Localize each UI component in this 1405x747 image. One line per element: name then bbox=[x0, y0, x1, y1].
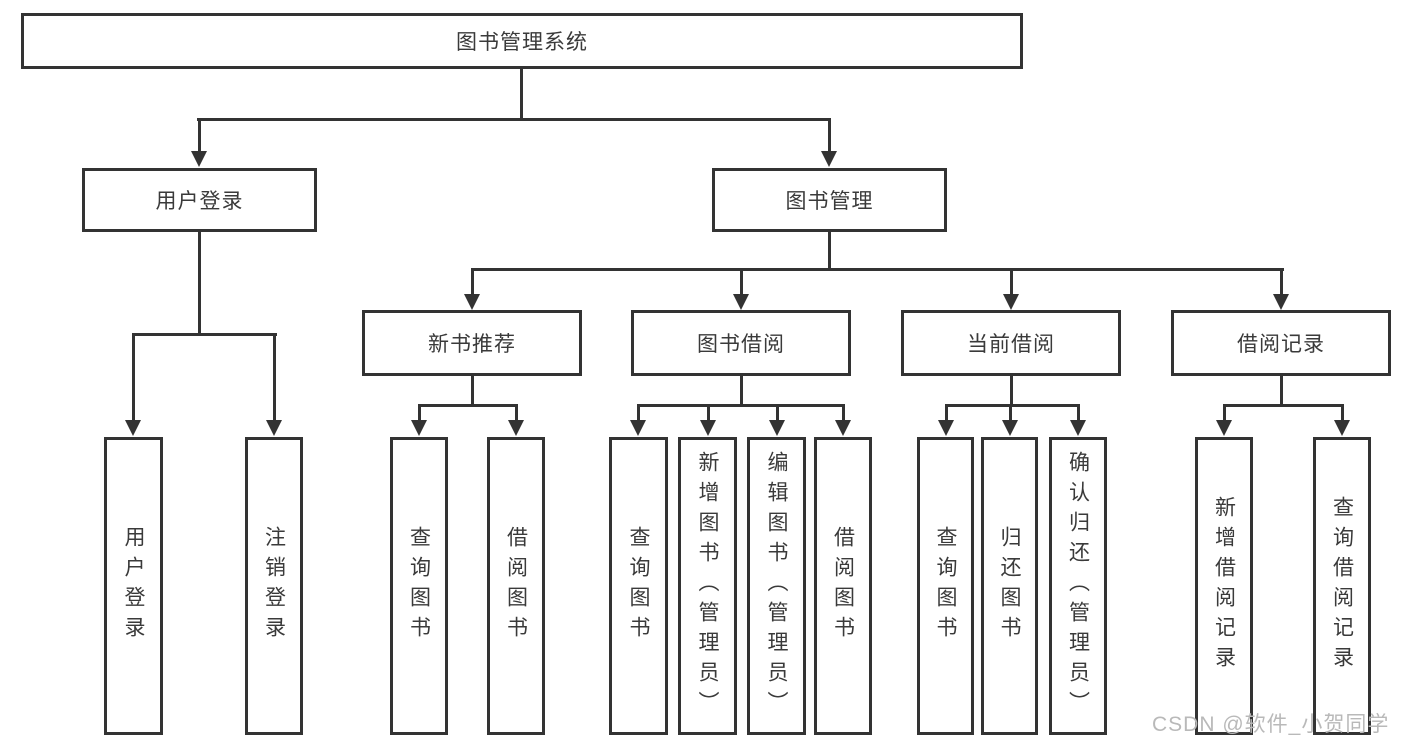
arrow-down-icon bbox=[938, 404, 954, 436]
arrow-down-icon bbox=[1003, 268, 1019, 310]
arrow-down-icon bbox=[191, 118, 207, 167]
arrow-down-icon bbox=[630, 404, 646, 436]
connector-borrow-records-rail bbox=[1223, 404, 1344, 407]
node-borrowing-records: 借阅记录 bbox=[1171, 310, 1391, 376]
arrow-down-icon bbox=[508, 404, 524, 436]
connector-current-borrowing-stem bbox=[1010, 376, 1013, 406]
connector-new-book-stem bbox=[471, 376, 474, 406]
leaf-borrow-books: 借阅图书 bbox=[814, 437, 872, 735]
leaf-add-books-admin-label: 新增图书（管理员） bbox=[696, 451, 719, 721]
node-new-book-recommend-label: 新书推荐 bbox=[428, 333, 516, 356]
leaf-edit-books-admin-label: 编辑图书（管理员） bbox=[765, 451, 788, 721]
node-root: 图书管理系统 bbox=[21, 13, 1023, 69]
leaf-logout-label: 注销登录 bbox=[262, 526, 286, 646]
node-root-label: 图书管理系统 bbox=[456, 31, 588, 54]
arrow-down-icon bbox=[266, 333, 282, 436]
leaf-user-login-label: 用户登录 bbox=[122, 526, 145, 646]
leaf-query-books-current: 查询图书 bbox=[917, 437, 974, 735]
connector-new-book-rail bbox=[418, 404, 518, 407]
leaf-edit-books-admin: 编辑图书（管理员） bbox=[747, 437, 806, 735]
node-current-borrowing-label: 当前借阅 bbox=[967, 333, 1055, 356]
arrow-down-icon bbox=[125, 333, 141, 436]
leaf-return-books-label: 归还图书 bbox=[998, 526, 1021, 646]
arrow-down-icon bbox=[411, 404, 427, 436]
node-current-borrowing: 当前借阅 bbox=[901, 310, 1121, 376]
connector-user-login-stem bbox=[198, 232, 201, 335]
leaf-query-borrow-record-label: 查询借阅记录 bbox=[1330, 496, 1354, 676]
leaf-query-books-recommend-label: 查询图书 bbox=[407, 526, 431, 646]
leaf-query-books-borrow-label: 查询图书 bbox=[627, 526, 650, 646]
leaf-query-books-current-label: 查询图书 bbox=[934, 526, 957, 646]
connector-book-borrowing-stem bbox=[740, 376, 743, 406]
leaf-confirm-return-admin: 确认归还（管理员） bbox=[1049, 437, 1107, 735]
node-book-management-label: 图书管理 bbox=[785, 190, 874, 213]
node-user-login: 用户登录 bbox=[82, 168, 317, 232]
arrow-down-icon bbox=[733, 268, 749, 310]
csdn-watermark: CSDN @软件_小贺同学 bbox=[1152, 713, 1390, 736]
arrow-down-icon bbox=[1216, 404, 1232, 436]
node-new-book-recommend: 新书推荐 bbox=[362, 310, 582, 376]
leaf-borrow-books-recommend: 借阅图书 bbox=[487, 437, 545, 735]
arrow-down-icon bbox=[835, 404, 851, 436]
leaf-user-login: 用户登录 bbox=[104, 437, 163, 735]
leaf-return-books: 归还图书 bbox=[981, 437, 1038, 735]
connector-user-login-rail bbox=[132, 333, 277, 336]
arrow-down-icon bbox=[769, 404, 785, 436]
leaf-borrow-books-recommend-label: 借阅图书 bbox=[504, 526, 528, 646]
connector-level2-rail bbox=[197, 118, 831, 121]
arrow-down-icon bbox=[1273, 268, 1289, 310]
node-book-borrowing-label: 图书借阅 bbox=[697, 333, 785, 356]
leaf-confirm-return-admin-label: 确认归还（管理员） bbox=[1066, 451, 1090, 721]
arrow-down-icon bbox=[1334, 404, 1350, 436]
leaf-query-books-recommend: 查询图书 bbox=[390, 437, 448, 735]
node-user-login-label: 用户登录 bbox=[155, 190, 244, 213]
connector-root-stem bbox=[520, 68, 523, 121]
leaf-query-books-borrow: 查询图书 bbox=[609, 437, 668, 735]
leaf-add-borrow-record-label: 新增借阅记录 bbox=[1212, 496, 1236, 676]
leaf-add-books-admin: 新增图书（管理员） bbox=[678, 437, 737, 735]
arrow-down-icon bbox=[700, 404, 716, 436]
arrow-down-icon bbox=[1002, 404, 1018, 436]
leaf-logout: 注销登录 bbox=[245, 437, 303, 735]
connector-borrow-records-stem bbox=[1280, 376, 1283, 406]
node-book-management: 图书管理 bbox=[712, 168, 947, 232]
leaf-add-borrow-record: 新增借阅记录 bbox=[1195, 437, 1253, 735]
node-borrowing-records-label: 借阅记录 bbox=[1237, 333, 1325, 356]
connector-current-borrowing-rail bbox=[945, 404, 1080, 407]
connector-level3-rail bbox=[471, 268, 1284, 271]
leaf-borrow-books-label: 借阅图书 bbox=[831, 526, 855, 646]
arrow-down-icon bbox=[821, 118, 837, 167]
arrow-down-icon bbox=[1070, 404, 1086, 436]
leaf-query-borrow-record: 查询借阅记录 bbox=[1313, 437, 1371, 735]
connector-book-borrowing-rail bbox=[637, 404, 845, 407]
arrow-down-icon bbox=[464, 268, 480, 310]
connector-book-management-stem bbox=[828, 232, 831, 270]
node-book-borrowing: 图书借阅 bbox=[631, 310, 851, 376]
